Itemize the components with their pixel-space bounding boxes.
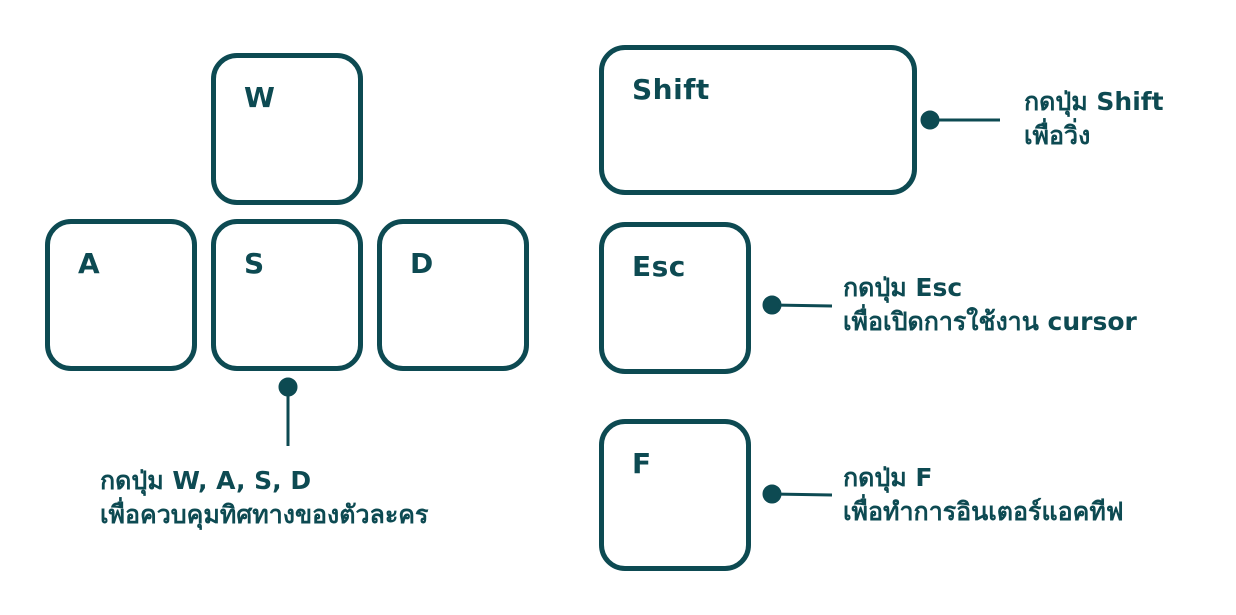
shift-caption-line1: กดปุ่ม Shift — [1024, 87, 1164, 116]
key-w-label: W — [244, 81, 276, 114]
key-esc: Esc — [599, 222, 751, 374]
wasd-caption: กดปุ่ม W, A, S, D เพื่อควบคุมทิศทางของตั… — [100, 464, 428, 532]
f-caption-line2: เพื่อทำการอินเตอร์แอคทีฟ — [843, 497, 1124, 526]
key-f-label: F — [632, 447, 652, 480]
f-caption: กดปุ่ม F เพื่อทำการอินเตอร์แอคทีฟ — [843, 461, 1124, 529]
key-f: F — [599, 419, 751, 571]
shift-caption: กดปุ่ม Shift เพื่อวิ่ง — [1024, 85, 1164, 153]
f-caption-line1: กดปุ่ม F — [843, 463, 933, 492]
f-connector-dot — [762, 484, 782, 504]
esc-caption-line2: เพื่อเปิดการใช้งาน cursor — [843, 307, 1137, 336]
shift-connector-dot — [920, 110, 940, 130]
f-connector-line — [771, 492, 833, 497]
key-w: W — [211, 53, 363, 205]
key-esc-label: Esc — [632, 250, 686, 283]
key-d: D — [377, 219, 529, 371]
key-a-label: A — [78, 247, 101, 280]
wasd-caption-line1: กดปุ่ม W, A, S, D — [100, 466, 312, 495]
wasd-connector-dot — [278, 377, 298, 397]
key-d-label: D — [410, 247, 434, 280]
key-shift: Shift — [599, 45, 917, 195]
wasd-caption-line2: เพื่อควบคุมทิศทางของตัวละคร — [100, 500, 429, 529]
key-shift-label: Shift — [632, 73, 710, 106]
shift-caption-line2: เพื่อวิ่ง — [1024, 121, 1091, 150]
key-s: S — [211, 219, 363, 371]
key-a: A — [45, 219, 197, 371]
esc-caption-line1: กดปุ่ม Esc — [843, 273, 963, 302]
esc-connector-line — [771, 303, 833, 308]
esc-caption: กดปุ่ม Esc เพื่อเปิดการใช้งาน cursor — [843, 271, 1137, 339]
key-s-label: S — [244, 247, 265, 280]
esc-connector-dot — [762, 295, 782, 315]
